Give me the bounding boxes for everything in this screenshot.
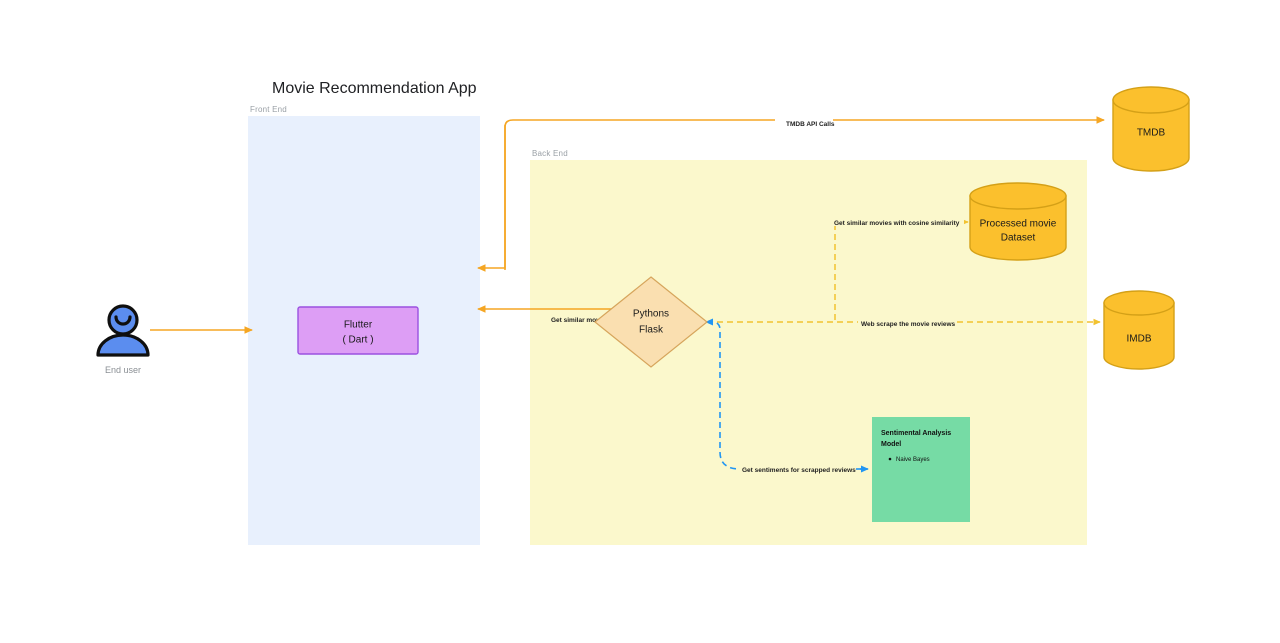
edge-label-cosine-similarity: Get similar movies with cosine similarit… [834,220,960,227]
frontend-container-label: Front End [250,105,287,114]
node-dataset-line1: Processed movie [980,219,1057,230]
backend-container-label: Back End [532,149,568,158]
node-sentiment-model[interactable]: Sentimental Analysis Model Naive Bayes [872,417,970,522]
edge-label-bg-similar [548,315,606,323]
edge-get-sentiments [705,318,866,470]
edge-label-bg-scrape [858,318,956,327]
node-imdb-label: IMDB [1127,334,1152,345]
avatar [96,304,150,357]
edge-tmdb-response [477,125,506,272]
node-flutter-line2: ( Dart ) [342,335,373,346]
edge-label-bg-tmdb [775,118,833,125]
node-tmdb[interactable]: TMDB [1112,86,1190,172]
node-dataset-line2: Dataset [1001,233,1036,244]
edge-label-get-similar-movies: Get similar movies [551,317,609,324]
bullet-icon [888,457,892,461]
edge-label-bg-cosine [832,217,964,226]
node-pythons-flask[interactable]: Pythons Flask [594,276,708,368]
sentiment-model-title-line1: Sentimental Analysis [881,430,951,437]
node-tmdb-label: TMDB [1137,128,1166,139]
node-flask-line2: Flask [639,325,664,336]
edge-label-tmdb-api-calls: TMDB API Calls [786,121,835,128]
node-flutter-line1: Flutter [344,320,373,331]
edge-label-bg-sentiments [739,464,859,473]
node-processed-dataset[interactable]: Processed movie Dataset [969,182,1067,261]
node-imdb[interactable]: IMDB [1103,290,1175,370]
edge-cosine-similarity [834,218,969,320]
node-flutter[interactable]: Flutter ( Dart ) [297,306,419,355]
node-flask-line1: Pythons [633,309,669,320]
edge-label-web-scrape: Web scrape the movie reviews [861,321,956,328]
sentiment-model-title-line2: Model [881,441,901,448]
sentiment-model-item-0: Naive Bayes [896,457,930,463]
actor-label-end-user: End user [105,365,141,375]
page-title: Movie Recommendation App [272,80,477,97]
edge-label-get-sentiments: Get sentiments for scrapped reviews [742,467,856,474]
